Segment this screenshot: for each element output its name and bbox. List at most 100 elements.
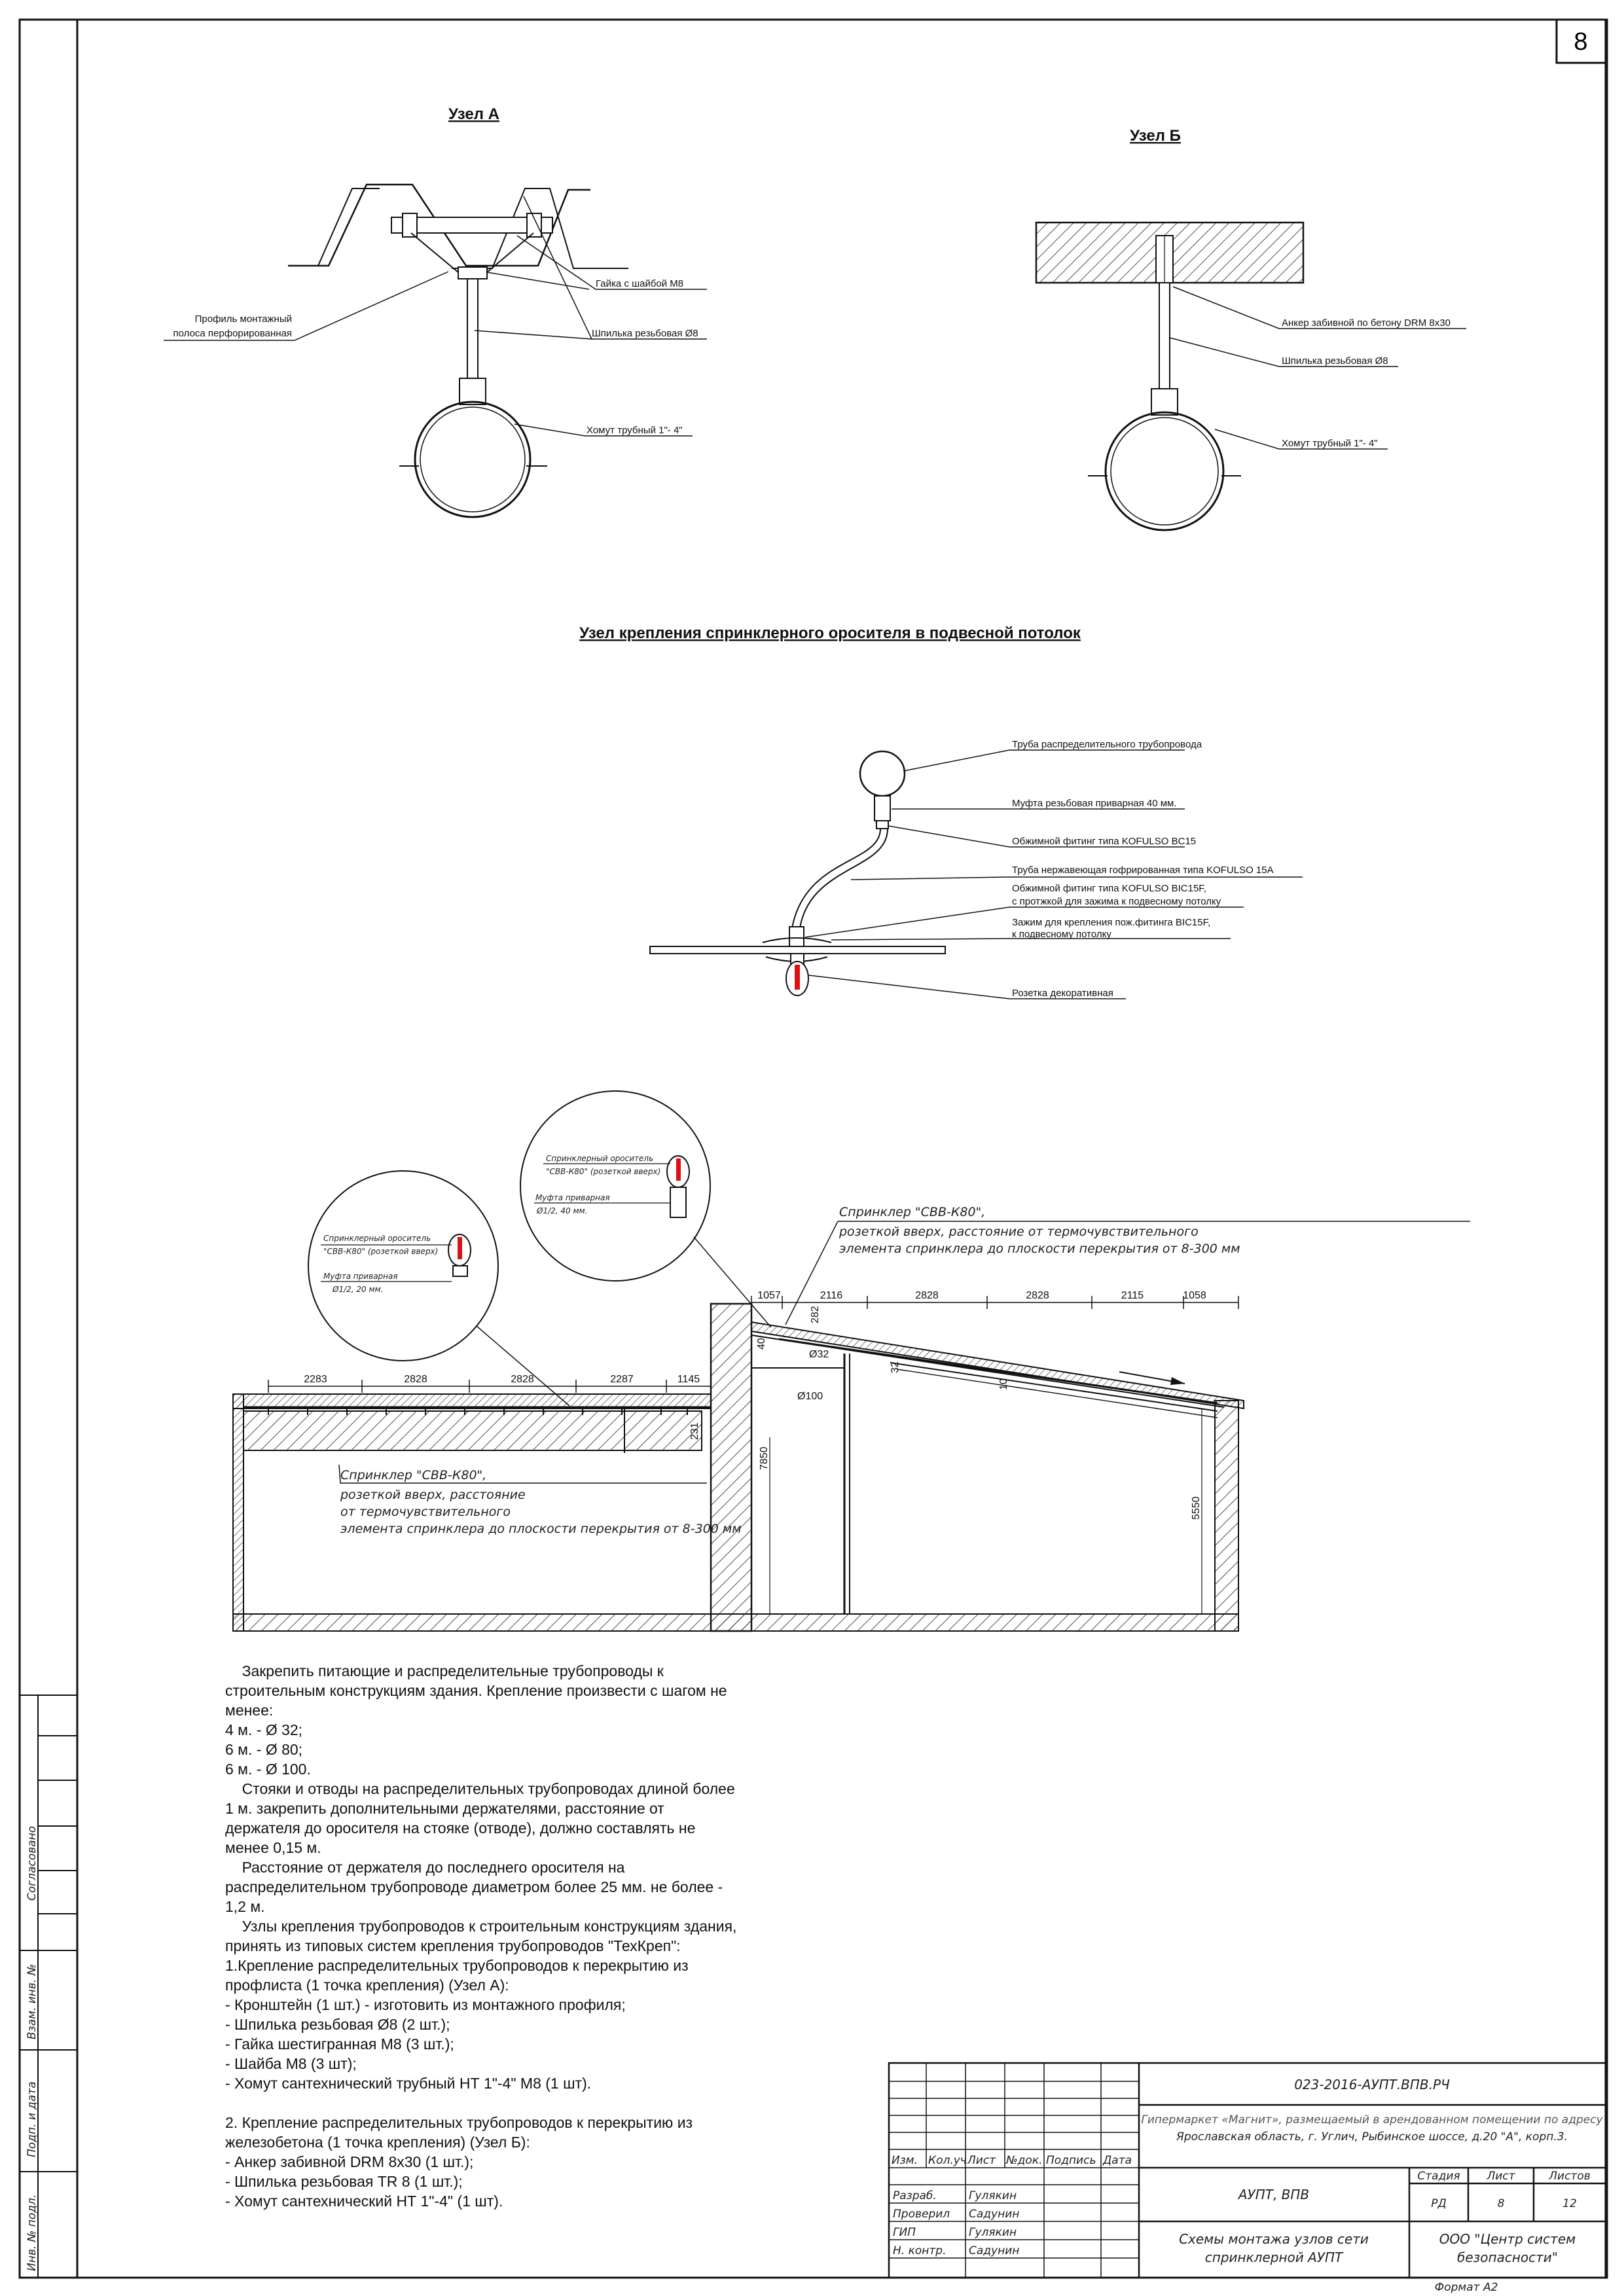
note-line: строительным конструкциям здания. Крепле…: [225, 1682, 727, 1699]
distribution-pipe: [859, 750, 906, 797]
stud: [467, 278, 478, 379]
dims-left: 2283 2828 2828 2287 1145: [304, 1374, 700, 1385]
dim-5550: 5550: [1191, 1496, 1202, 1520]
sheet-number-box: [1555, 18, 1607, 64]
note-line: - Гайка шестигранная М8 (3 шт.);: [225, 2036, 454, 2053]
note-top-2: розеткой вверх, расстояние от термочувст…: [839, 1225, 1199, 1239]
label-pipe: Труба распределительного трубопровода: [1012, 739, 1202, 750]
tb-name: Гулякин: [969, 2189, 1017, 2202]
tb-code: 023-2016-АУПТ.ВПВ.РЧ: [1294, 2077, 1450, 2092]
tb-name: Садунин: [969, 2244, 1019, 2257]
note-left-2: розеткой вверх, расстояние: [340, 1488, 526, 1502]
label-corrugated: Труба нержавеющая гофрированная типа KOF…: [1012, 865, 1274, 876]
label-nut: Гайка с шайбой М8: [596, 278, 683, 289]
note-line: - Шайба М8 (3 шт);: [225, 2055, 357, 2072]
corrugated-pipe: [791, 828, 881, 929]
tb-stage-label: Стадия: [1417, 2170, 1460, 2183]
left-wall: [232, 1393, 244, 1632]
note-line: 2. Крепление распределительных трубопров…: [225, 2114, 693, 2131]
nut: [458, 266, 488, 279]
suspended-ceiling: [649, 946, 946, 954]
tb-company-2: безопасности": [1457, 2250, 1558, 2265]
note-line: 4 м. - Ø 32;: [225, 1721, 303, 1738]
note-line: - Шпилька резьбовая TR 8 (1 шт.);: [225, 2173, 463, 2190]
tb-role: ГИП: [893, 2226, 916, 2239]
callout-circle-left: [308, 1170, 499, 1361]
sheet-number: 8: [1574, 28, 1587, 56]
tb-sheets: 12: [1562, 2197, 1577, 2210]
note-top-1: Спринклер "СВВ-К80",: [839, 1205, 985, 1219]
callout-left-2: "СВВ-К80" (розеткой вверх): [323, 1247, 438, 1256]
callout-right-2: "СВВ-К80" (розеткой вверх): [546, 1167, 660, 1176]
dim-label: 2828: [404, 1374, 427, 1385]
callout-right-1: Спринклерный ороситель: [546, 1154, 653, 1163]
dim-label: 2828: [1026, 1290, 1049, 1301]
node-a-title: Узел А: [448, 105, 499, 123]
label-fitting1: Обжимной фитинг типа KOFULSO BC15: [1012, 836, 1196, 847]
dim-label: 1058: [1183, 1290, 1206, 1301]
note-line: - Шпилька резьбовая Ø8 (2 шт.);: [225, 2016, 450, 2033]
side-inv-orig: Инв. № подл.: [26, 2195, 39, 2271]
note-line: распределительном трубопроводе диаметром…: [225, 1878, 723, 1895]
note-left-4: элемента спринклера до плоскости перекры…: [340, 1522, 742, 1536]
middle-wall: [710, 1302, 753, 1632]
dim-d100: Ø100: [797, 1391, 823, 1402]
node-a: Узел А Гайка с шайбой М8 Шпилька резьбов…: [164, 105, 707, 518]
dim-label: 1145: [677, 1374, 700, 1385]
note-line: 1.Крепление распределительных трубопрово…: [225, 1957, 689, 1974]
tb-roles: Разраб. Гулякин Проверил Садунин ГИП Гул…: [893, 2189, 1019, 2257]
note-top-3: элемента спринклера до плоскости перекры…: [839, 1242, 1240, 1256]
label-rosette: Розетка декоративная: [1012, 988, 1113, 999]
tb-role: Н. контр.: [893, 2244, 946, 2257]
tb-name: Гулякин: [969, 2226, 1017, 2239]
note-line: Расстояние от держателя до последнего ор…: [225, 1859, 625, 1876]
dim-7850: 7850: [759, 1446, 770, 1470]
side-sign-date: Подп. и дата: [26, 2081, 39, 2157]
note-line: - Кронштейн (1 шт.) - изготовить из монт…: [225, 1996, 626, 2013]
side-agreed: Согласовано: [26, 1826, 39, 1901]
note-line: менее 0,15 м.: [225, 1839, 321, 1856]
tb-drawing-title-2: спринклерной АУПТ: [1205, 2250, 1344, 2265]
note-left-3: от термочувствительного: [340, 1505, 511, 1519]
label-clamp-b: Хомут трубный 1"- 4": [1282, 438, 1378, 449]
dim-label: 2116: [820, 1290, 843, 1301]
stud-b: [1159, 282, 1170, 389]
title-block: [888, 2062, 1607, 2279]
tb-sheet: 8: [1498, 2197, 1505, 2210]
format-label: Формат А2: [1435, 2281, 1498, 2294]
tb-role: Проверил: [893, 2208, 950, 2221]
side-inv-instead: Взам. инв. №: [26, 1964, 39, 2039]
note-line: железобетона (1 точка крепления) (Узел Б…: [225, 2134, 530, 2151]
tb-system: АУПТ, ВПВ: [1237, 2187, 1309, 2202]
callout-left-1: Спринклерный ороситель: [323, 1234, 431, 1243]
pipe-clamp: [414, 401, 532, 518]
tb-headers: Изм. Кол.уч Лист №док. Подпись Дата: [892, 2154, 1132, 2167]
node-b-title: Узел Б: [1130, 127, 1181, 145]
label-profile-2: полоса перфорированная: [173, 328, 292, 339]
building-section: 1057 2116 2828 2828 2115 1058 2283 2828 …: [232, 1090, 1470, 1632]
note-left-1: Спринклер "СВВ-К80",: [340, 1468, 486, 1482]
dim-282: 282: [810, 1306, 821, 1323]
side-stamp: [19, 1695, 78, 2278]
tb-sheets-label: Листов: [1548, 2170, 1591, 2183]
note-line: 1,2 м.: [225, 1898, 265, 1915]
ceiling-node-title: Узел крепления спринклерного оросителя в…: [579, 624, 1081, 642]
note-line: менее:: [225, 1702, 274, 1719]
callout-right-3: Муфта приварная: [535, 1193, 610, 1202]
callout-left-3: Муфта приварная: [323, 1272, 398, 1281]
dim-label: 2287: [610, 1374, 634, 1385]
tb-role: Разраб.: [893, 2189, 937, 2202]
label-stud-b: Шпилька резьбовая Ø8: [1282, 355, 1388, 367]
dims-right: 1057 2116 2828 2828 2115 1058: [757, 1290, 1206, 1301]
dim-231: 231: [689, 1422, 700, 1440]
note-line: 1 м. закрепить дополнительными держателя…: [225, 1800, 664, 1817]
callout-left-4: Ø1/2, 20 мм.: [332, 1285, 383, 1294]
label-fitting2-1: Обжимной фитинг типа KOFULSO BIC15F,: [1012, 883, 1206, 894]
label-stud-a: Шпилька резьбовая Ø8: [592, 328, 698, 339]
callout-right-4: Ø1/2, 40 мм.: [536, 1206, 587, 1215]
tb-header: Дата: [1102, 2154, 1132, 2167]
pipe-clamp-b: [1104, 411, 1225, 531]
note-line: принять из типовых систем крепления труб…: [225, 1937, 681, 1954]
note-line: - Хомут сантехнический трубный НТ 1"-4" …: [225, 2075, 592, 2092]
note-line: [225, 2093, 788, 2113]
